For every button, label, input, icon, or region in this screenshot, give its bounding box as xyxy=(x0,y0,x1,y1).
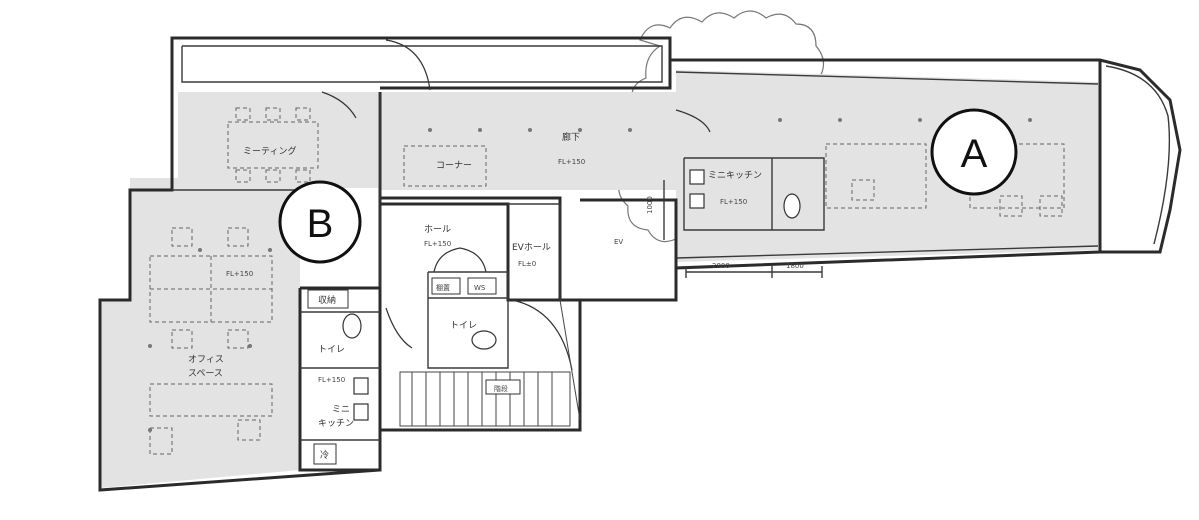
meeting-chair xyxy=(265,169,281,183)
corridor-label: 廊下 xyxy=(562,131,580,143)
meeting-label: ミーティング xyxy=(243,145,296,157)
ev-hall-wall xyxy=(508,203,561,300)
space-a-wall xyxy=(670,58,1182,300)
mini-kitchen-b-fl-label: FL+150 xyxy=(318,376,345,384)
corridor-door xyxy=(675,109,711,133)
marker-b: B xyxy=(278,180,362,264)
kitchen-a-fl-label: FL+150 xyxy=(720,198,747,206)
meeting-wall xyxy=(98,92,382,492)
staircase xyxy=(399,299,581,427)
outer-wall-top-left xyxy=(170,36,672,92)
fridge-label: 冷 xyxy=(320,449,329,461)
meeting-chair xyxy=(235,107,251,121)
dimension-label-1: 2800 xyxy=(712,262,730,270)
space-a-chair xyxy=(1039,195,1063,217)
hall-label: ホール xyxy=(424,224,451,235)
kitchen-a-sink xyxy=(689,169,705,185)
ev-hall-label: EVホール xyxy=(512,242,551,253)
storage-box xyxy=(307,289,349,309)
hall-door xyxy=(385,307,413,349)
meeting-chair xyxy=(295,107,311,121)
shelf-label-1: 棚置 xyxy=(436,283,450,292)
space-a-chair xyxy=(851,179,875,201)
kitchen-b-sink xyxy=(353,403,369,421)
ev-label: EV xyxy=(614,238,623,246)
toilet-hall-label: トイレ xyxy=(450,321,477,331)
marker-a: A xyxy=(930,108,1018,196)
entry-door xyxy=(385,39,431,91)
office-chair xyxy=(227,227,249,247)
fridge-box xyxy=(313,443,337,465)
space-a-wall-inner xyxy=(675,71,1099,85)
shelf-label-2: WS xyxy=(474,284,486,292)
dimension-label-v: 1000 xyxy=(646,196,654,214)
ev-door xyxy=(511,299,573,371)
storage-label: 収納 xyxy=(318,294,336,306)
mini-kitchen-b-label-2: キッチン xyxy=(318,418,354,429)
service-column xyxy=(298,286,382,472)
ceiling-lights xyxy=(148,118,1032,432)
office-fl-label: FL+150 xyxy=(226,270,253,278)
stair-label-box xyxy=(485,379,521,395)
toilet-b-label: トイレ xyxy=(318,345,345,355)
outer-wall-top-inner xyxy=(181,45,663,83)
toilet-b-bowl xyxy=(342,313,362,339)
office-chair xyxy=(149,427,173,455)
mini-kitchen-a-fill xyxy=(684,160,772,228)
corridor-fill xyxy=(380,92,676,190)
office-chair xyxy=(171,329,193,349)
mini-kitchen-a-wall xyxy=(683,157,825,231)
hall-toilet-wall xyxy=(427,271,509,369)
office-chair xyxy=(227,329,249,349)
shelf-box-1 xyxy=(431,277,461,295)
stair-label: 階段 xyxy=(494,384,508,393)
hall-fl-label: FL+150 xyxy=(424,240,451,248)
ev-hall-fl-label: FL±0 xyxy=(518,260,536,268)
space-a-wall-inner-bottom xyxy=(675,245,1099,259)
meeting-fill xyxy=(178,92,378,188)
kitchen-a-sink xyxy=(689,193,705,209)
coffee-table xyxy=(403,145,487,187)
meeting-door xyxy=(321,91,357,119)
space-a-balcony xyxy=(1105,65,1171,245)
space-a-chair xyxy=(999,195,1023,217)
meeting-chair xyxy=(265,107,281,121)
hall-double-door xyxy=(433,247,487,273)
meeting-chair xyxy=(295,169,311,183)
coffee-corner-label: コーナー xyxy=(436,160,472,171)
toilet-a-bowl xyxy=(783,193,801,219)
mini-kitchen-b-label-1: ミニ xyxy=(332,405,350,415)
space-a-desk xyxy=(825,143,927,209)
meeting-table xyxy=(227,121,319,169)
marker-b-letter: B xyxy=(307,202,334,246)
shelf-box-2 xyxy=(467,277,497,295)
office-chair xyxy=(171,227,193,247)
hall-wall xyxy=(380,202,582,432)
corridor-fl-label: FL+150 xyxy=(558,158,585,166)
dimension-label-2: 1800 xyxy=(786,262,804,270)
ev-shaft xyxy=(580,198,678,302)
office-chair xyxy=(237,419,261,441)
meeting-chair xyxy=(235,169,251,183)
office-space-label-2: スペース xyxy=(188,369,223,379)
office-space-label-1: オフィス xyxy=(188,354,224,365)
kitchen-b-sink xyxy=(353,377,369,395)
marker-a-letter: A xyxy=(961,132,988,176)
mini-kitchen-a-label: ミニキッチン xyxy=(708,170,762,181)
toilet-hall-bowl xyxy=(471,330,497,350)
